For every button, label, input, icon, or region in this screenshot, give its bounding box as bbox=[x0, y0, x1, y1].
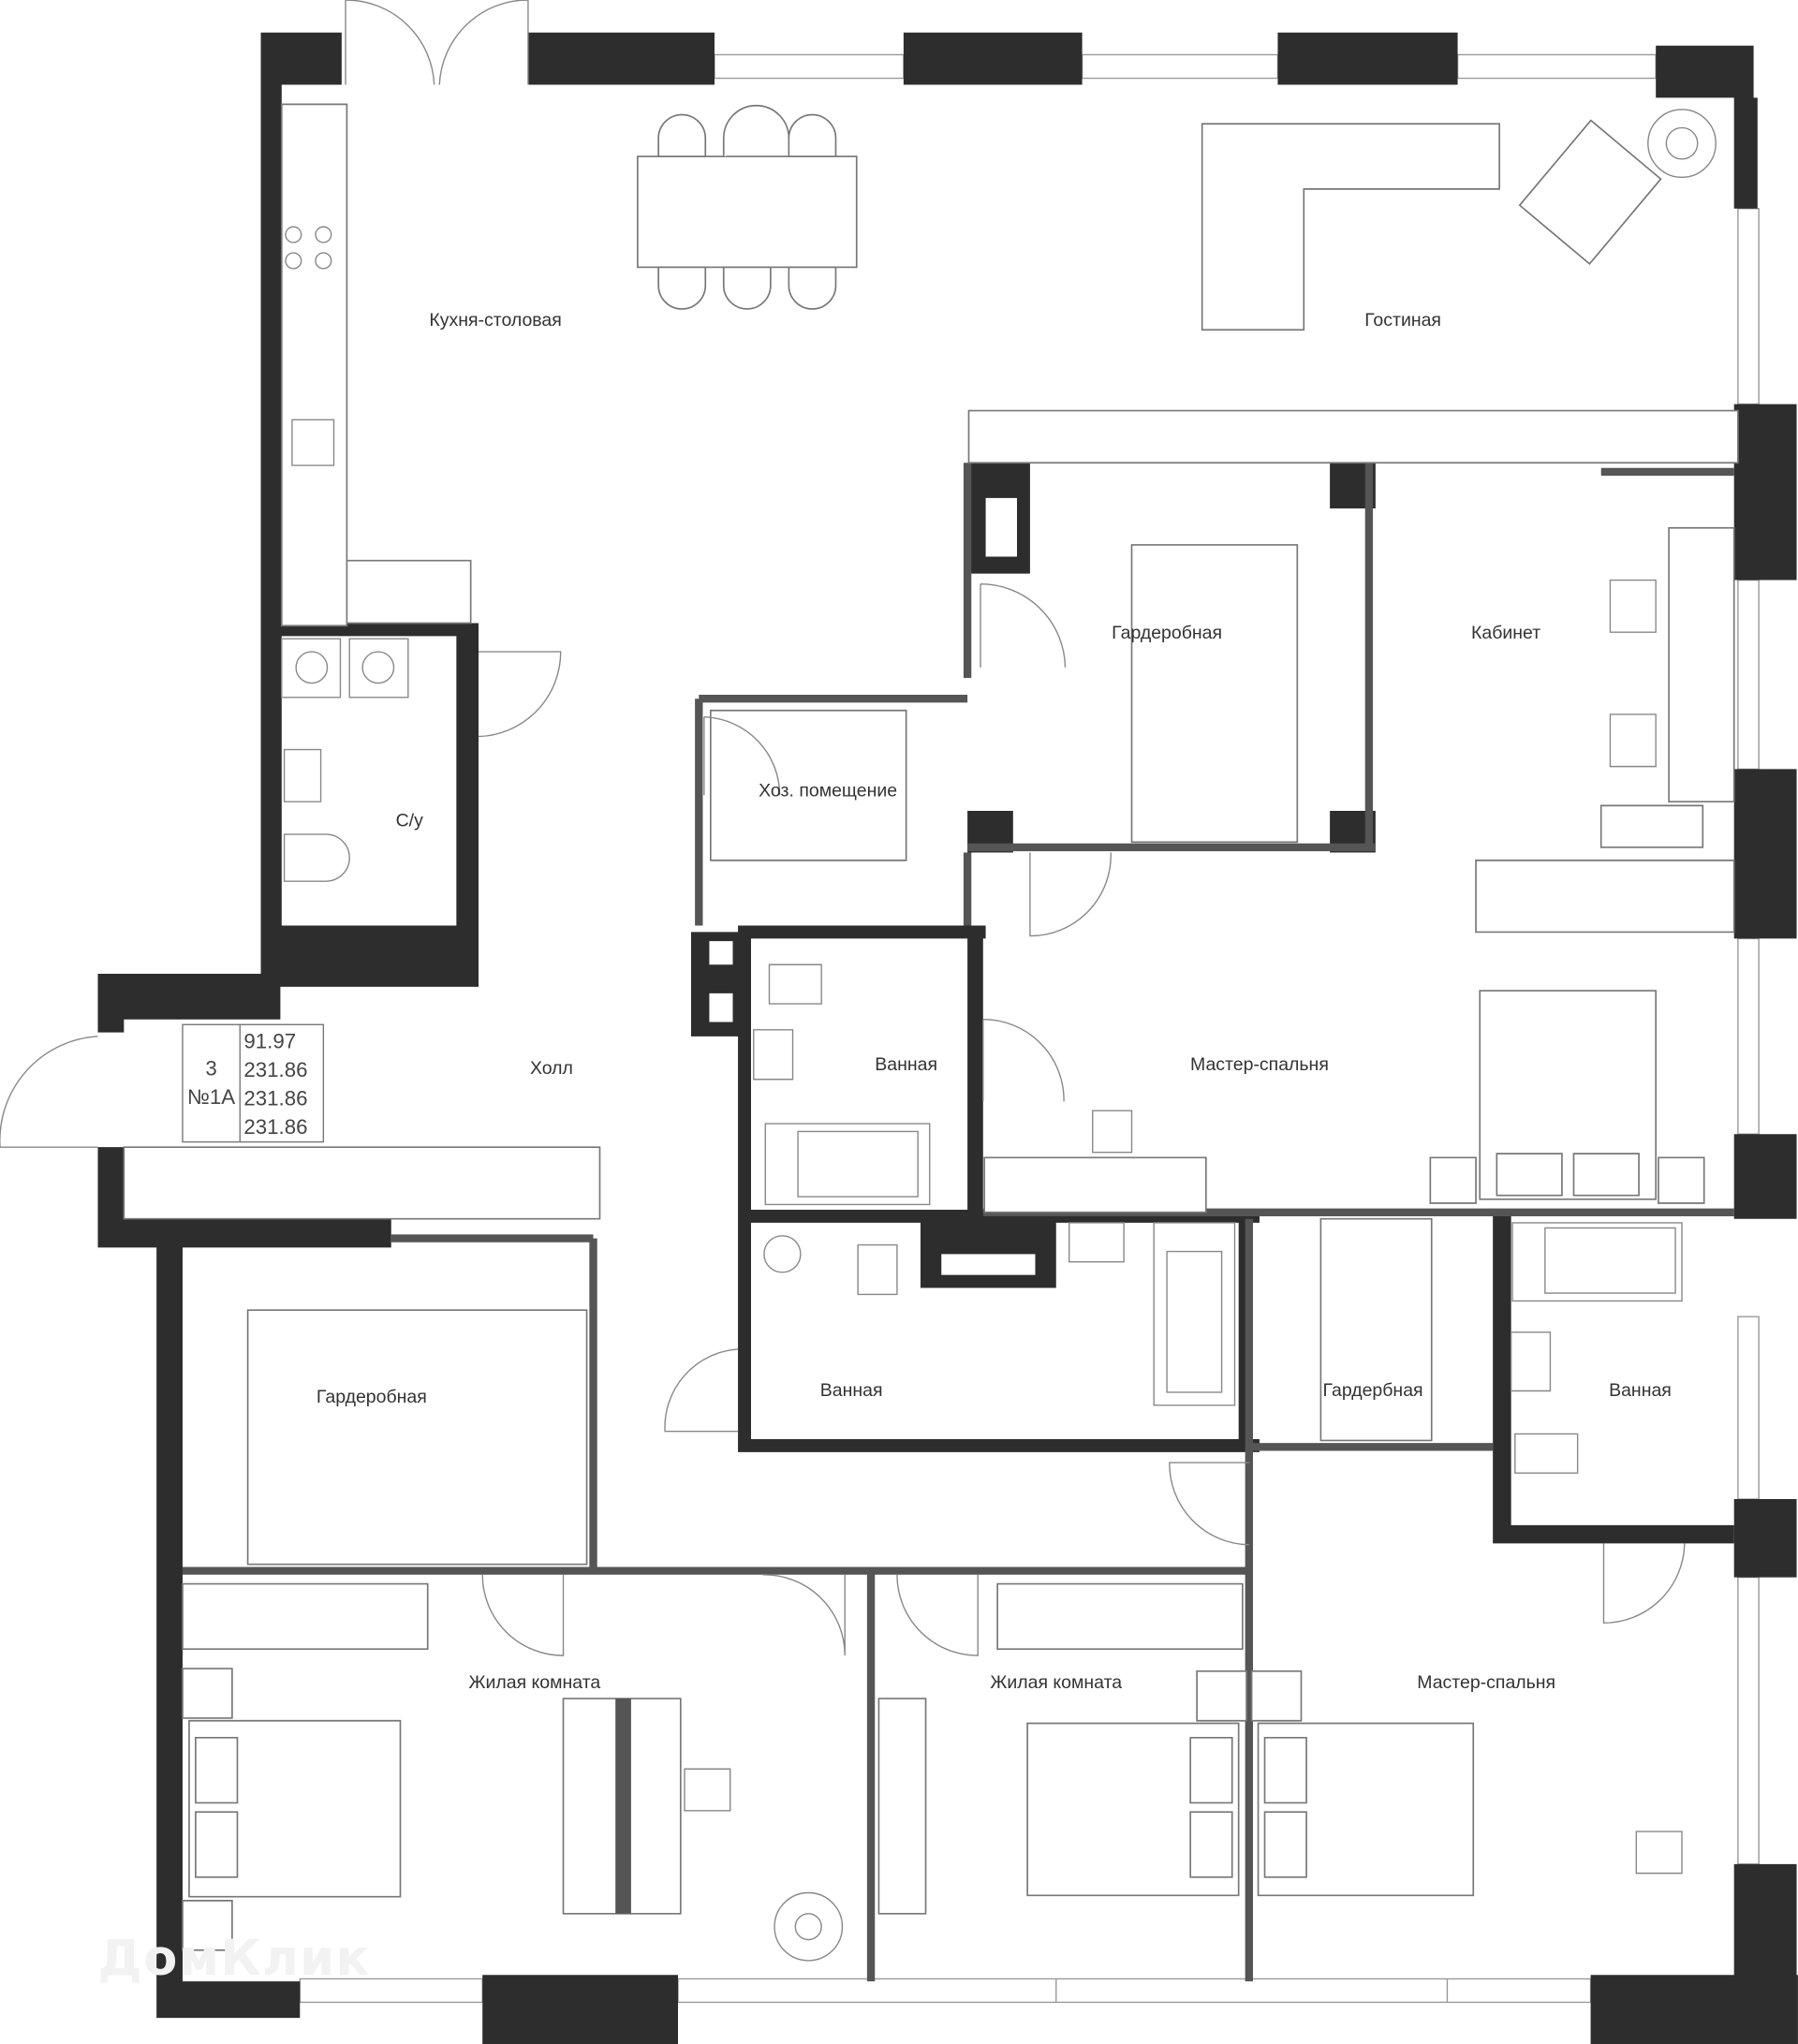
room-label-living: Гостиная bbox=[1364, 310, 1441, 331]
beds bbox=[188, 990, 1658, 1898]
watermark-logo: ДомКлик bbox=[97, 1930, 370, 1987]
kitchen-appliances bbox=[281, 226, 409, 882]
dining-table bbox=[637, 105, 858, 310]
bathroom-fixtures bbox=[753, 963, 1683, 1474]
room-label-master-2: Мастер-спальня bbox=[1417, 1672, 1555, 1693]
room-label-bedroom-2: Жилая комната bbox=[990, 1672, 1122, 1693]
doors bbox=[0, 0, 1686, 1656]
room-label-bath-3: Ванная bbox=[1609, 1380, 1672, 1401]
room-label-bath-1: Ванная bbox=[875, 1054, 937, 1075]
area-total-3: 231.86 bbox=[243, 1115, 307, 1139]
apartment-number: №1А bbox=[187, 1085, 235, 1109]
room-label-utility: Хоз. помещение bbox=[759, 781, 897, 801]
room-label-kitchen: Кухня-столовая bbox=[429, 310, 561, 331]
apartment-info-box: 3 №1А 91.97 231.86 231.86 231.86 bbox=[182, 1023, 325, 1143]
area-living: 91.97 bbox=[243, 1029, 296, 1052]
room-label-master-1: Мастер-спальня bbox=[1190, 1054, 1329, 1075]
sofa bbox=[1201, 119, 1662, 331]
plants bbox=[774, 109, 1717, 1962]
area-total-1: 231.86 bbox=[243, 1058, 307, 1081]
nightstands bbox=[182, 1156, 1705, 1951]
room-label-study: Кабинет bbox=[1471, 623, 1540, 643]
room-label-wc: С/у bbox=[396, 811, 423, 831]
area-total-2: 231.86 bbox=[243, 1087, 307, 1110]
room-label-wardrobe-left: Гардеробная bbox=[317, 1387, 427, 1407]
rooms-count: 3 bbox=[205, 1057, 216, 1081]
room-label-hall: Холл bbox=[530, 1058, 573, 1079]
outer-walls bbox=[97, 32, 1798, 2044]
room-label-bedroom-1: Жилая комната bbox=[469, 1672, 601, 1693]
partitions bbox=[182, 463, 1734, 1982]
room-label-wardrobe-center: Гардеробная bbox=[1112, 623, 1222, 643]
desks bbox=[562, 579, 1683, 1915]
room-label-bath-2: Ванная bbox=[820, 1380, 883, 1401]
counters-and-built-ins bbox=[123, 103, 1739, 1650]
room-label-wardrobe-right: Гардербная bbox=[1323, 1380, 1423, 1401]
